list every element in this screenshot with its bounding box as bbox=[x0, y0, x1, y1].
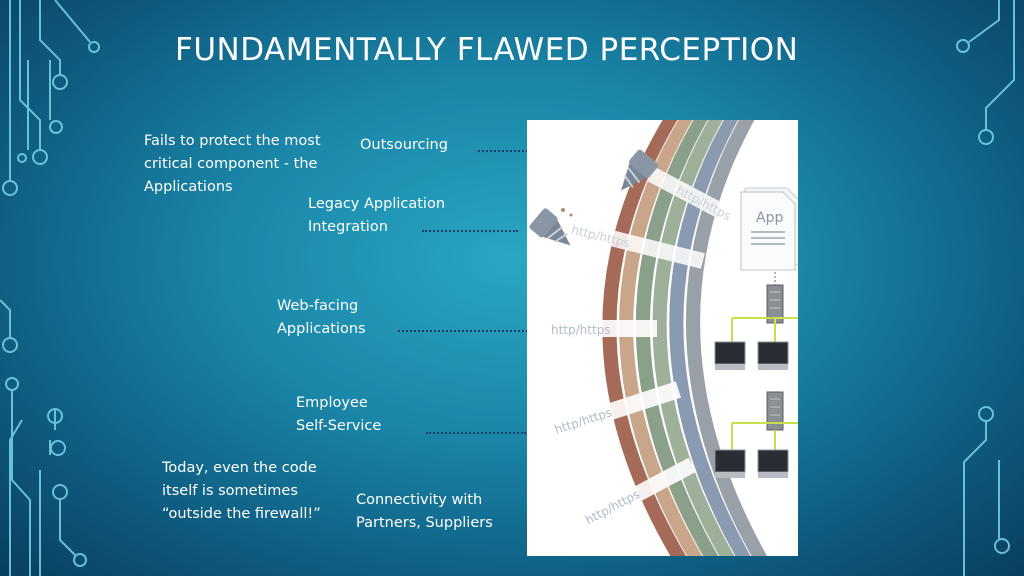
drill-bit-icon-2 bbox=[529, 208, 571, 246]
stream-web-facing: http/https bbox=[527, 320, 657, 337]
leader-legacy bbox=[422, 230, 518, 232]
label-employee: Employee Self-Service bbox=[296, 395, 382, 434]
desktop-computer-icon bbox=[714, 341, 789, 370]
circuit-decoration-left bbox=[0, 0, 100, 576]
slide-title: FUNDAMENTALLY FLAWED PERCEPTION bbox=[175, 32, 799, 68]
svg-text:App: App bbox=[756, 210, 783, 226]
label-web-facing: Web-facing Applications bbox=[277, 298, 366, 337]
desktop-computer-icon-2 bbox=[714, 449, 789, 478]
firewall-diagram: http/https http/https http/https http/ht… bbox=[527, 120, 798, 556]
app-document-icon: App bbox=[740, 187, 798, 271]
leader-employee bbox=[426, 432, 526, 434]
label-legacy: Legacy Application Integration bbox=[308, 196, 446, 235]
intro-text: Fails to protect the most critical compo… bbox=[144, 133, 321, 195]
leader-web-facing bbox=[398, 330, 528, 332]
server-icon-2 bbox=[766, 391, 784, 431]
closing-text: Today, even the code itself is sometimes… bbox=[162, 460, 321, 522]
label-connectivity: Connectivity with Partners, Suppliers bbox=[356, 492, 493, 531]
svg-text:http/https: http/https bbox=[583, 487, 642, 527]
drill-bit-icon bbox=[621, 149, 659, 191]
svg-text:http/https: http/https bbox=[553, 405, 614, 437]
label-outsourcing: Outsourcing bbox=[360, 137, 448, 153]
svg-text:http/https: http/https bbox=[551, 323, 611, 337]
circuit-decoration-right bbox=[956, 0, 1015, 576]
